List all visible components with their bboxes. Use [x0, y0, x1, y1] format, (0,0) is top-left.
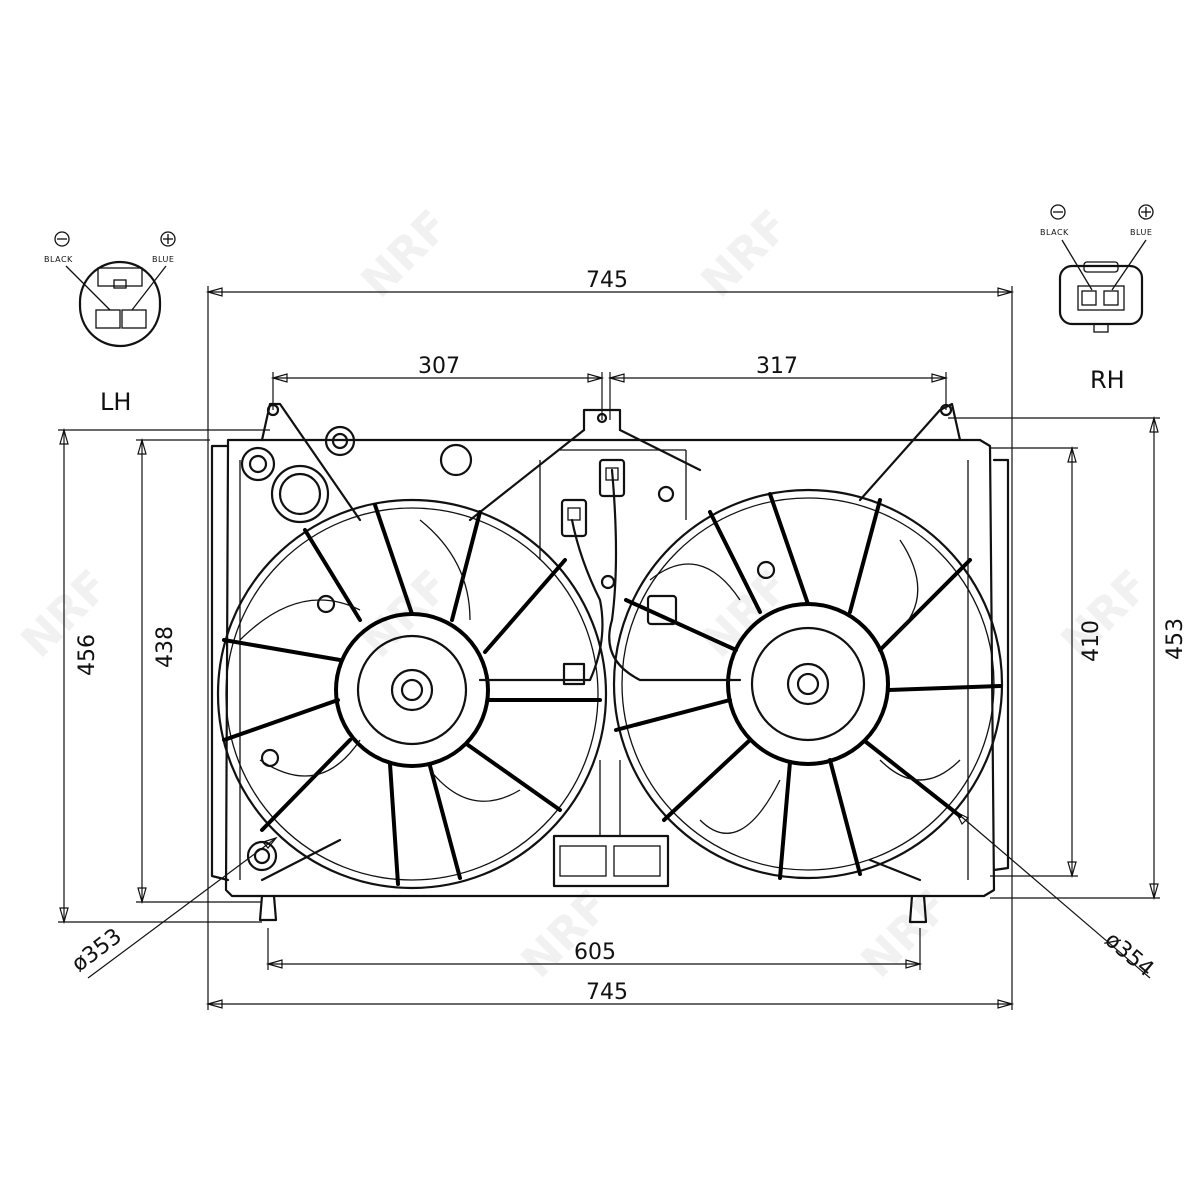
overall-width-top-dimension: 745 [586, 268, 628, 293]
right-connector: BLACK BLUE RH [1040, 204, 1154, 394]
watermark-layer: NRF NRF NRF NRF NRF NRF NRF NRF [12, 200, 1159, 987]
shroud-frame [210, 402, 1010, 924]
left-side-label: LH [100, 388, 131, 416]
watermark: NRF [12, 560, 119, 667]
overall-width-bottom-dimension: 745 [586, 980, 628, 1005]
right-connector-housing [1058, 264, 1144, 326]
left-minus-wire-label: BLACK [44, 255, 73, 264]
left-plus-wire-label: BLUE [152, 255, 174, 264]
mount-spacing-dimension: 605 [574, 940, 616, 965]
right-minus-wire-label: BLACK [1040, 228, 1069, 237]
minus-circle-icon [54, 231, 70, 247]
left-fan-diameter-dimension: ø353 [67, 924, 126, 977]
minus-circle-icon [1050, 204, 1066, 220]
left-fan [216, 498, 608, 890]
dimension-lines: 745 307 317 456 438 410 453 [58, 268, 1188, 1010]
overall-height-right-dimension: 453 [1163, 618, 1188, 660]
wiring-harness [478, 458, 742, 686]
frame-height-right-dimension: 410 [1079, 620, 1104, 662]
watermark: NRF [1052, 560, 1159, 667]
plus-circle-icon [1138, 204, 1154, 220]
right-fan [612, 488, 1004, 880]
watermark: NRF [692, 560, 799, 667]
left-connector: BLACK BLUE LH [44, 231, 176, 416]
right-fan-span-dimension: 317 [756, 354, 798, 379]
right-fan-diameter-dimension: ø354 [1100, 927, 1159, 982]
left-connector-housing [78, 260, 162, 348]
frame-height-left-dimension: 438 [153, 626, 178, 668]
left-fan-span-dimension: 307 [418, 354, 460, 379]
overall-height-left-dimension: 456 [75, 634, 100, 676]
right-side-label: RH [1090, 366, 1125, 394]
right-plus-wire-label: BLUE [1130, 228, 1152, 237]
plus-circle-icon [160, 231, 176, 247]
